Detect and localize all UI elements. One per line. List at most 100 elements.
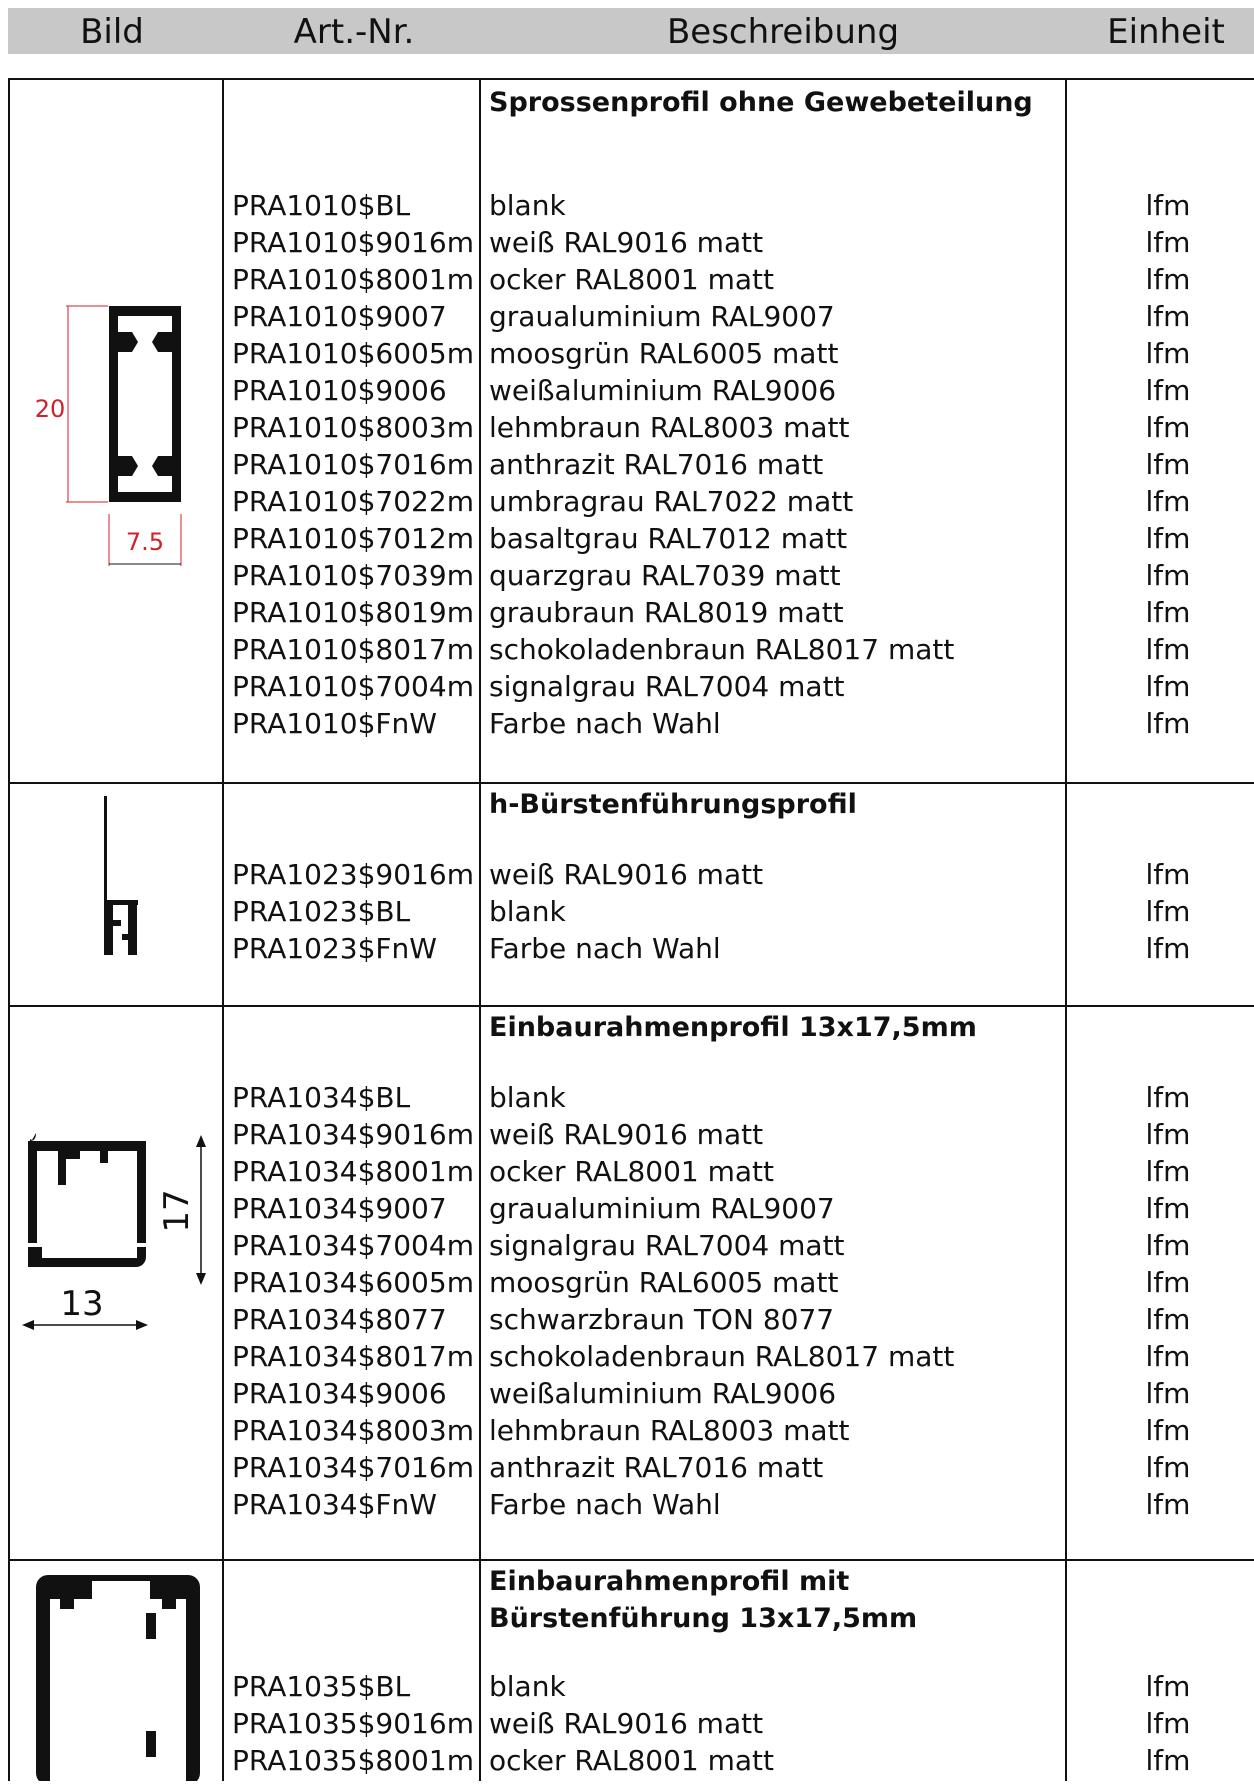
art-nr: PRA1035$8001m (232, 1744, 474, 1777)
art-nr: PRA1010$6005m (232, 337, 474, 370)
art-nr: PRA1010$7039m (232, 559, 474, 592)
description: anthrazit RAL7016 matt (489, 1451, 824, 1484)
einbaurahmenprofil-buerstenfuehrung-drawing-icon (8, 1561, 222, 1785)
description: schokoladenbraun RAL8017 matt (489, 633, 955, 666)
description-list: weiß RAL9016 matt blank Farbe nach Wahl (489, 856, 763, 967)
width-dimension-label: 13 (60, 1284, 103, 1324)
art-nr: PRA1010$7004m (232, 670, 474, 703)
unit: lfm (1145, 932, 1191, 965)
art-nr: PRA1035$9016m (232, 1707, 474, 1740)
art-nr: PRA1034$8077 (232, 1303, 447, 1336)
description: ocker RAL8001 matt (489, 263, 775, 296)
description: Farbe nach Wahl (489, 707, 721, 740)
unit: lfm (1145, 1707, 1191, 1740)
description: blank (489, 189, 566, 222)
unit: lfm (1145, 1118, 1191, 1151)
height-dimension-label: 17 (157, 1189, 197, 1232)
description: basaltgrau RAL7012 matt (489, 522, 848, 555)
description-list: blank weiß RAL9016 matt ocker RAL8001 ma… (489, 1079, 954, 1523)
unit: lfm (1145, 1670, 1191, 1703)
description: weiß RAL9016 matt (489, 1118, 764, 1151)
art-nr: PRA1034$7004m (232, 1229, 474, 1262)
unit: lfm (1145, 1488, 1191, 1521)
description: weiß RAL9016 matt (489, 858, 764, 891)
art-nr: PRA1034$6005m (232, 1266, 474, 1299)
unit-list: lfm lfm lfm (1118, 1668, 1218, 1779)
header-bild: Bild (80, 12, 144, 52)
description: graualuminium RAL9007 (489, 300, 835, 333)
unit: lfm (1145, 300, 1191, 333)
unit: lfm (1145, 226, 1191, 259)
art-nr: PRA1010$9016m (232, 226, 474, 259)
description: weiß RAL9016 matt (489, 1707, 764, 1740)
art-nr: PRA1034$FnW (232, 1488, 437, 1521)
description: umbragrau RAL7022 matt (489, 485, 854, 518)
description: lehmbraun RAL8003 matt (489, 1414, 850, 1447)
unit: lfm (1145, 596, 1191, 629)
unit: lfm (1145, 895, 1191, 928)
art-nr: PRA1023$9016m (232, 858, 474, 891)
art-nr-list: PRA1010$BL PRA1010$9016m PRA1010$8001m P… (232, 187, 474, 742)
unit: lfm (1145, 1303, 1191, 1336)
unit: lfm (1145, 1414, 1191, 1447)
header-beschreibung: Beschreibung (666, 12, 900, 52)
unit: lfm (1145, 448, 1191, 481)
description: graubraun RAL8019 matt (489, 596, 844, 629)
description: graualuminium RAL9007 (489, 1192, 835, 1225)
width-dimension-label: 7.5 (126, 528, 164, 556)
description: Farbe nach Wahl (489, 932, 721, 965)
unit: lfm (1145, 858, 1191, 891)
unit: lfm (1145, 707, 1191, 740)
product-section: Einbaurahmenprofil mit Bürstenführung 13… (8, 1559, 1254, 1785)
unit: lfm (1145, 1340, 1191, 1373)
description-list: blank weiß RAL9016 matt ocker RAL8001 ma… (489, 187, 954, 742)
einbaurahmenprofil-drawing-icon: 17 13 (8, 1007, 222, 1559)
unit: lfm (1145, 1155, 1191, 1188)
art-nr-list: PRA1023$9016m PRA1023$BL PRA1023$FnW (232, 856, 474, 967)
description: weiß RAL9016 matt (489, 226, 764, 259)
art-nr: PRA1034$8017m (232, 1340, 474, 1373)
art-nr-list: PRA1034$BL PRA1034$9016m PRA1034$8001m P… (232, 1079, 474, 1523)
art-nr: PRA1034$9006 (232, 1377, 447, 1410)
art-nr: PRA1010$8019m (232, 596, 474, 629)
art-nr: PRA1034$8001m (232, 1155, 474, 1188)
art-nr: PRA1010$7012m (232, 522, 474, 555)
description: blank (489, 895, 566, 928)
description: Farbe nach Wahl (489, 1488, 721, 1521)
unit: lfm (1145, 263, 1191, 296)
description: quarzgrau RAL7039 matt (489, 559, 841, 592)
art-nr-list: PRA1035$BL PRA1035$9016m PRA1035$8001m (232, 1668, 474, 1779)
unit: lfm (1145, 1192, 1191, 1225)
art-nr: PRA1034$9007 (232, 1192, 447, 1225)
section-title: Einbaurahmenprofil mit Bürstenführung 13… (489, 1566, 918, 1634)
unit-list: lfm lfm lfm lfm lfm lfm lfm lfm lfm lfm … (1118, 187, 1218, 742)
product-table: Sprossenprofil ohne Gewebeteilung 20 (8, 78, 1254, 1785)
unit: lfm (1145, 189, 1191, 222)
height-dimension-label: 20 (35, 395, 66, 423)
art-nr: PRA1023$FnW (232, 932, 437, 965)
unit: lfm (1145, 1229, 1191, 1262)
art-nr: PRA1010$9007 (232, 300, 447, 333)
unit: lfm (1145, 1377, 1191, 1410)
unit: lfm (1145, 559, 1191, 592)
section-title: Einbaurahmenprofil 13x17,5mm (489, 1012, 977, 1043)
art-nr: PRA1034$9016m (232, 1118, 474, 1151)
art-nr: PRA1010$7016m (232, 448, 474, 481)
art-nr: PRA1035$BL (232, 1670, 411, 1703)
art-nr: PRA1034$8003m (232, 1414, 474, 1447)
h-buerstenfuehrungsprofil-drawing-icon (8, 784, 222, 1005)
unit-list: lfm lfm lfm lfm lfm lfm lfm lfm lfm lfm … (1118, 1079, 1218, 1523)
description: signalgrau RAL7004 matt (489, 1229, 845, 1262)
description: weißaluminium RAL9006 (489, 374, 837, 407)
description-list: blank weiß RAL9016 matt ocker RAL8001 ma… (489, 1668, 774, 1779)
unit: lfm (1145, 337, 1191, 370)
description: moosgrün RAL6005 matt (489, 1266, 839, 1299)
art-nr: PRA1010$9006 (232, 374, 447, 407)
unit-list: lfm lfm lfm (1118, 856, 1218, 967)
unit: lfm (1145, 1744, 1191, 1777)
product-section: Sprossenprofil ohne Gewebeteilung 20 (8, 78, 1254, 782)
description: signalgrau RAL7004 matt (489, 670, 845, 703)
art-nr: PRA1010$7022m (232, 485, 474, 518)
product-section: h-Bürstenführungsprofil PRA1023$9016m PR… (8, 782, 1254, 1005)
art-nr: PRA1010$BL (232, 189, 411, 222)
